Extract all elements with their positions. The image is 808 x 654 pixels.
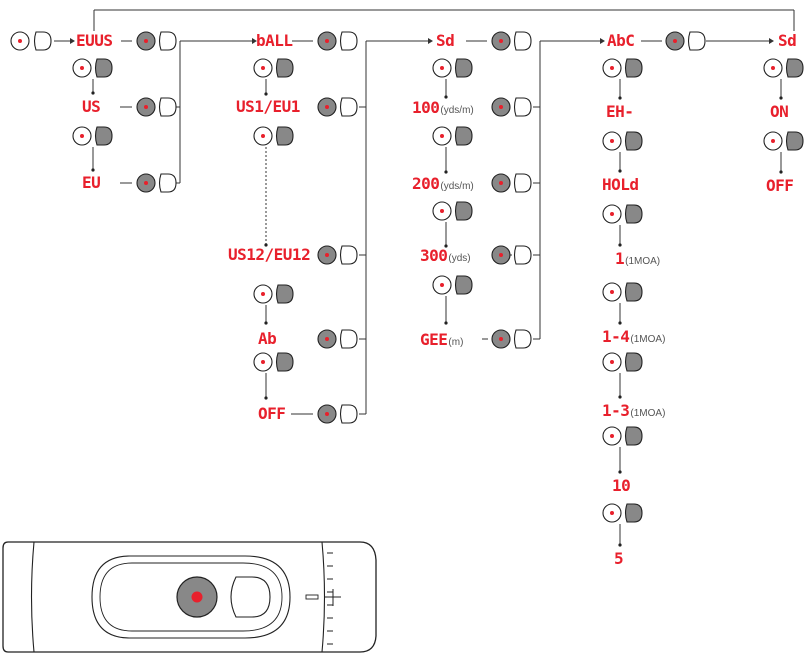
sight-in-option-200: 200(yds/m) bbox=[412, 176, 474, 192]
reticle-unit: (1MOA) bbox=[630, 334, 666, 345]
reticle-option-5: 5 bbox=[614, 549, 624, 568]
reticle-option-eh: EH- bbox=[606, 102, 634, 121]
reticle-value: 10 bbox=[612, 476, 631, 495]
reticle-option-hold: HOLd bbox=[602, 177, 639, 193]
sight-in-unit: (yds/m) bbox=[440, 105, 474, 116]
ballistics-menu-title: bALL bbox=[256, 31, 293, 50]
connector-lines bbox=[54, 9, 795, 545]
sight-in-value: 200 bbox=[412, 174, 440, 193]
press-a-button-pair-start bbox=[10, 31, 52, 51]
ballistics-option-ab: Ab bbox=[258, 329, 277, 348]
reticle-option-10: 10 bbox=[612, 476, 631, 495]
reticle-option-1-3: 1-3(1MOA) bbox=[602, 403, 665, 419]
sight-in-menu-title: Sd bbox=[436, 31, 455, 50]
sight-in-unit: (yds) bbox=[448, 253, 471, 264]
reticle-value: 1 bbox=[615, 249, 625, 268]
reticle-unit: (1MOA) bbox=[630, 408, 666, 419]
sight-in-unit: (m) bbox=[448, 337, 464, 348]
reticle-option-1-4: 1-4(1MOA) bbox=[602, 329, 665, 345]
display-option-off: OFF bbox=[766, 176, 794, 195]
reticle-value: 1-4 bbox=[602, 327, 630, 346]
device-illustration bbox=[2, 541, 377, 653]
sight-in-option-100: 100(yds/m) bbox=[412, 100, 474, 116]
display-option-on: ON bbox=[770, 102, 789, 121]
units-menu-title: EUUS bbox=[76, 31, 113, 50]
press-b-button-pairs bbox=[72, 58, 804, 523]
ballistics-option-1: US1/EU1 bbox=[236, 97, 300, 116]
reticle-menu-title: AbC bbox=[607, 31, 635, 50]
sight-in-option-300: 300(yds) bbox=[420, 248, 471, 264]
junction-dots bbox=[91, 91, 783, 547]
ballistics-option-12: US12/EU12 bbox=[228, 245, 311, 264]
reticle-value: 5 bbox=[614, 549, 624, 568]
sight-in-value: 100 bbox=[412, 98, 440, 117]
display-menu-title: Sd bbox=[778, 31, 797, 50]
ballistics-option-off: OFF bbox=[258, 404, 286, 423]
sight-in-value: 300 bbox=[420, 246, 448, 265]
sight-in-option-gee: GEE(m) bbox=[420, 332, 463, 348]
arrowheads bbox=[70, 38, 774, 44]
sight-in-value: GEE bbox=[420, 330, 448, 349]
reticle-option-1: 1(1MOA) bbox=[615, 251, 660, 267]
sight-in-unit: (yds/m) bbox=[440, 181, 474, 192]
units-option-eu: EU bbox=[82, 173, 101, 192]
reticle-unit: (1MOA) bbox=[625, 256, 661, 267]
reticle-value: 1-3 bbox=[602, 401, 630, 420]
reticle-value: EH- bbox=[606, 102, 634, 121]
units-option-us: US bbox=[82, 97, 101, 116]
reticle-value: HOLd bbox=[602, 175, 639, 194]
device-b-button bbox=[230, 576, 271, 618]
